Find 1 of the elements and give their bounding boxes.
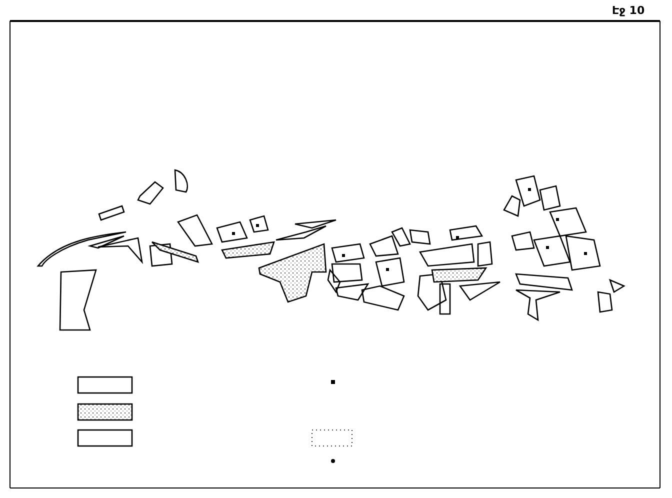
page-number: Էջ 10: [612, 4, 645, 17]
